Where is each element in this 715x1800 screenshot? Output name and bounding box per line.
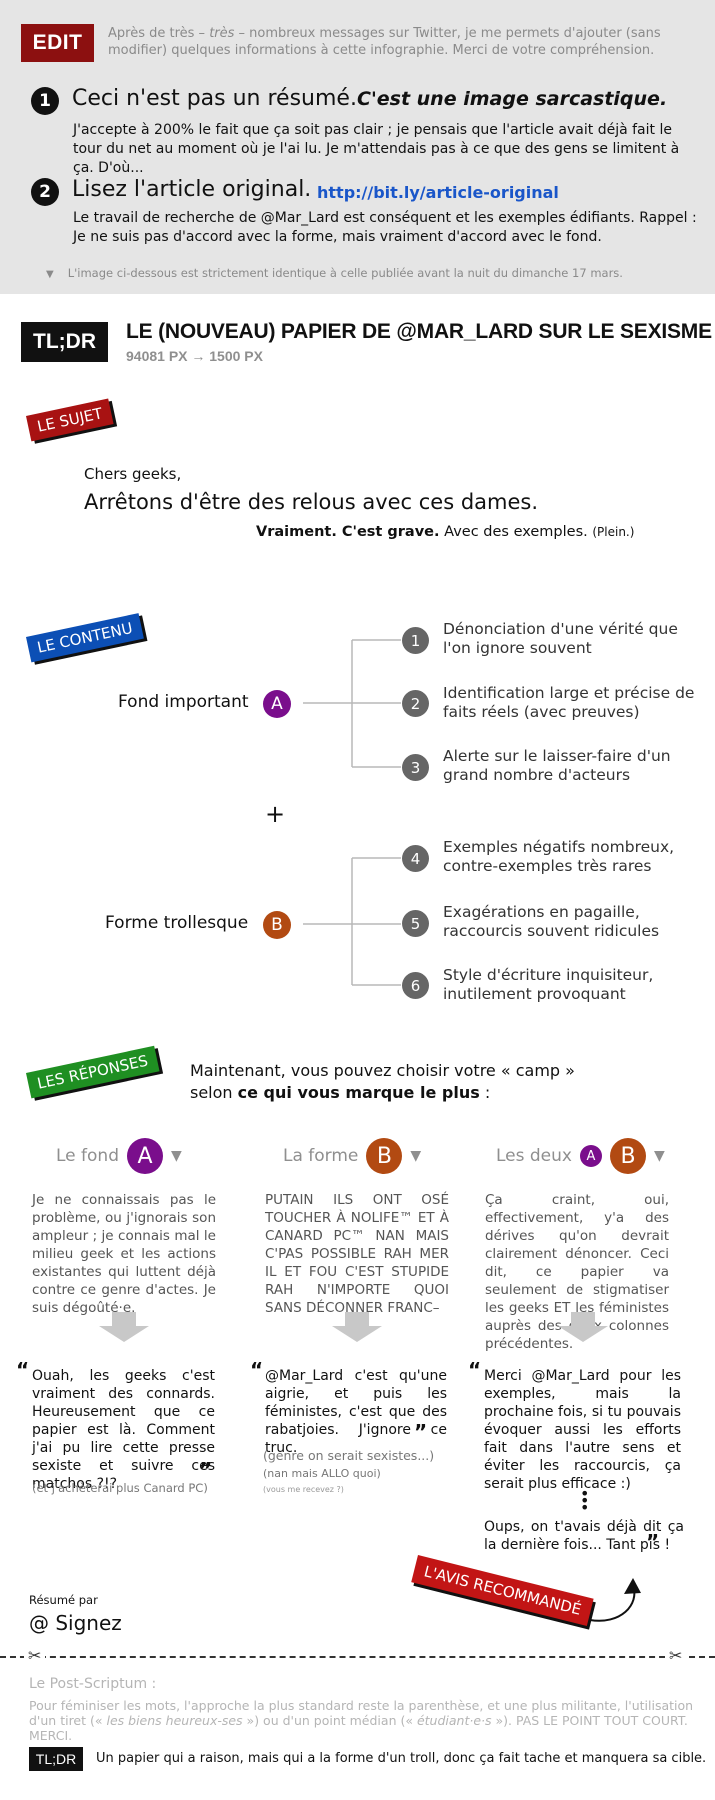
col-forme-text: PUTAIN ILS ONT OSÉ TOUCHER À NOLIFE™ ET … bbox=[265, 1192, 449, 1316]
quote-close-icon: ” bbox=[414, 1420, 428, 1444]
item-5-text: Exagérations en pagaille, raccourcis sou… bbox=[443, 903, 660, 940]
triangle-down-icon: ▼ bbox=[46, 269, 54, 280]
edit-banner: EDIT Après de très – très – nombreux mes… bbox=[0, 0, 715, 294]
original-article-link[interactable]: http://bit.ly/article-original bbox=[317, 183, 559, 202]
fond-label: Fond important bbox=[118, 692, 249, 712]
col-deux-text: Ça craint, oui, effectivement, y'a des d… bbox=[485, 1192, 669, 1352]
plus-sign: + bbox=[265, 800, 286, 828]
scissors-icon: ✂ bbox=[24, 1646, 46, 1665]
summary-by-label: Résumé par bbox=[29, 1593, 98, 1607]
sujet-greeting: Chers geeks, bbox=[84, 465, 182, 483]
edit-footnote: ▼L'image ci-dessous est strictement iden… bbox=[46, 266, 623, 280]
postscript-title: Le Post-Scriptum : bbox=[29, 1676, 157, 1692]
col-fond-quote: Ouah, les geeks c'est vraiment des conna… bbox=[32, 1368, 215, 1492]
edit-message: Après de très – très – nombreux messages… bbox=[108, 26, 661, 58]
point-1-badge: 1 bbox=[31, 87, 59, 115]
point-2-text: Le travail de recherche de @Mar_Lard est… bbox=[73, 210, 697, 245]
col-forme-note-1: (genre on serait sexistes...) bbox=[263, 1448, 435, 1463]
letter-b-badge: B bbox=[366, 1138, 403, 1174]
item-1-badge: 1 bbox=[402, 627, 429, 654]
sujet-tagline: Vraiment. C'est grave. Avec des exemples… bbox=[256, 524, 635, 540]
item-2-badge: 2 bbox=[402, 690, 429, 717]
col-forme-head: La forme B ▼ bbox=[283, 1138, 421, 1174]
arrow-down-icon bbox=[99, 1326, 149, 1342]
scissors-icon: ✂ bbox=[665, 1646, 687, 1665]
item-3-text: Alerte sur le laisser-faire d'un grand n… bbox=[443, 747, 671, 784]
point-1-heading: Ceci n'est pas un résumé. bbox=[72, 86, 357, 111]
col-deux-quote-2: Oups, on t'avais déjà dit ça la dernière… bbox=[484, 1519, 684, 1553]
item-4-badge: 4 bbox=[402, 845, 429, 872]
footer-summary: Un papier qui a raison, mais qui a la fo… bbox=[96, 1751, 707, 1766]
point-1-text: J'accepte à 200% le fait que ça soit pas… bbox=[73, 122, 680, 176]
author-signature: @ Signez bbox=[29, 1611, 122, 1635]
letter-a-badge: A bbox=[579, 1145, 602, 1167]
col-fond-text: Je ne connaissais pas le problème, ou j'… bbox=[32, 1192, 216, 1316]
reponses-intro: Maintenant, vous pouvez choisir votre « … bbox=[190, 1061, 575, 1102]
page-title: LE (NOUVEAU) PAPIER DE @MAR_LARD SUR LE … bbox=[126, 320, 712, 343]
letter-b-badge: B bbox=[263, 911, 291, 939]
triangle-down-icon: ▼ bbox=[171, 1148, 182, 1164]
ellipsis-vertical-icon: ••• bbox=[580, 1484, 590, 1517]
letter-b-badge: B bbox=[609, 1138, 646, 1174]
col-forme-quote: @Mar_Lard c'est qu'une aigrie, et puis l… bbox=[265, 1368, 447, 1456]
quote-close-icon: ” bbox=[199, 1458, 213, 1482]
letter-a-badge: A bbox=[263, 690, 291, 718]
col-fond-note: (et j'achèterai plus Canard PC) bbox=[32, 1481, 208, 1495]
forme-label: Forme trollesque bbox=[105, 913, 249, 933]
col-forme-note-3: (vous me recevez ?) bbox=[263, 1485, 344, 1494]
quote-close-icon: ” bbox=[646, 1530, 660, 1554]
arrow-down-icon bbox=[345, 1312, 369, 1326]
postscript-text: Pour féminiser les mots, l'approche la p… bbox=[29, 1698, 694, 1743]
point-2-heading: Lisez l'article original. bbox=[72, 177, 312, 202]
edit-badge: EDIT bbox=[21, 24, 94, 62]
letter-a-badge: A bbox=[127, 1138, 163, 1174]
tldr-badge: TL;DR bbox=[21, 322, 108, 362]
page-subtitle: 94081 PX → 1500 PX bbox=[126, 348, 263, 364]
arrow-down-icon bbox=[112, 1312, 136, 1326]
col-deux-head: Les deux A B ▼ bbox=[496, 1138, 665, 1174]
quote-open-icon: “ bbox=[468, 1358, 482, 1382]
triangle-down-icon: ▼ bbox=[410, 1148, 422, 1164]
item-1-text: Dénonciation d'une vérité que l'on ignor… bbox=[443, 620, 678, 657]
item-4-text: Exemples négatifs nombreux, contre-exemp… bbox=[443, 838, 675, 875]
point-2-badge: 2 bbox=[31, 178, 59, 206]
footer-tldr-badge: TL;DR bbox=[29, 1747, 83, 1771]
point-1-subheading: C'est une image sarcastique. bbox=[357, 88, 668, 110]
col-fond-head: Le fond A ▼ bbox=[56, 1138, 182, 1174]
quote-open-icon: “ bbox=[250, 1358, 264, 1382]
item-3-badge: 3 bbox=[402, 754, 429, 781]
quote-open-icon: “ bbox=[16, 1358, 30, 1382]
arrow-down-icon bbox=[558, 1326, 608, 1342]
item-6-text: Style d'écriture inquisiteur, inutilemen… bbox=[443, 966, 654, 1003]
cut-divider bbox=[0, 1656, 715, 1658]
col-deux-quote: Merci @Mar_Lard pour les exemples, mais … bbox=[484, 1368, 681, 1492]
item-5-badge: 5 bbox=[402, 910, 429, 937]
item-2-text: Identification large et précise de faits… bbox=[443, 684, 695, 721]
col-forme-note-2: (nan mais ALLO quoi) bbox=[263, 1467, 381, 1480]
sujet-headline: Arrêtons d'être des relous avec ces dame… bbox=[84, 490, 539, 514]
arrow-down-icon bbox=[571, 1312, 595, 1326]
triangle-down-icon: ▼ bbox=[653, 1148, 665, 1164]
arrow-down-icon bbox=[332, 1326, 382, 1342]
item-6-badge: 6 bbox=[402, 972, 429, 999]
